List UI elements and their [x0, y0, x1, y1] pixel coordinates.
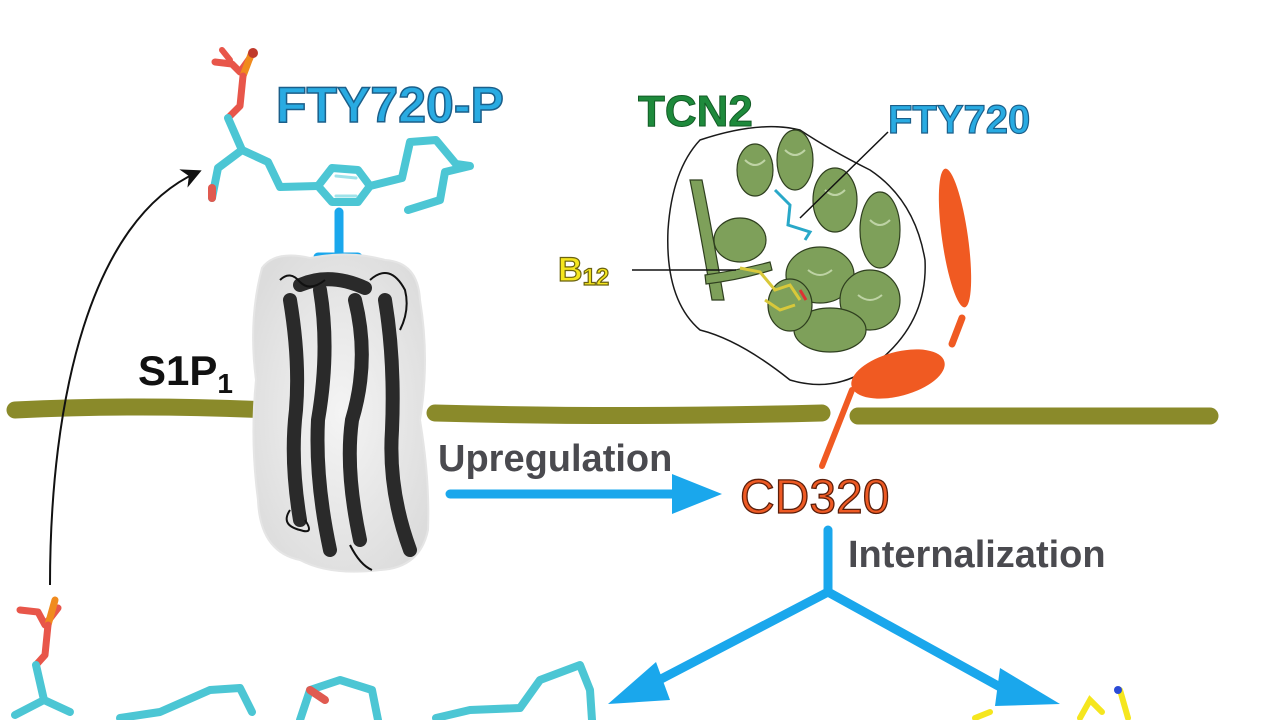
- membrane: [6, 398, 1219, 425]
- atom-n: [1114, 686, 1122, 694]
- label-b12-base: B: [557, 251, 583, 289]
- arrowhead-right: [995, 668, 1060, 706]
- label-fty720: FTY720: [887, 98, 1031, 142]
- s1p1-receptor: [252, 253, 430, 573]
- bottom-b12-molecule: [972, 687, 1131, 720]
- label-s1p1: S1P1: [138, 350, 233, 398]
- label-tcn2: TCN2: [638, 87, 754, 136]
- fty720-pointer: [799, 131, 889, 219]
- label-fty720p: FTY720-P: [275, 77, 504, 133]
- arrowhead-left: [608, 662, 670, 704]
- bottom-fty720p-molecule: [11, 596, 74, 719]
- label-upregulation: Upregulation: [438, 438, 673, 480]
- label-s1p1-base: S1P: [138, 347, 218, 394]
- inhibition-bar: [313, 207, 363, 262]
- cd320-receptor: [819, 168, 972, 469]
- label-cd320: CD320: [739, 471, 890, 524]
- bottom-fty720-molecules: [116, 661, 596, 720]
- internalization-arrow: [635, 525, 1025, 703]
- tcn2-protein: [667, 125, 926, 386]
- label-internalization: Internalization: [848, 534, 1106, 576]
- label-s1p1-sub: 1: [217, 368, 233, 399]
- b12-ligand: [739, 266, 802, 312]
- phosphorylation-arrow: [49, 169, 202, 586]
- label-b12: B12: [557, 251, 610, 291]
- fty720-ligand: [773, 188, 813, 241]
- fty720p-molecule: [208, 47, 474, 214]
- label-b12-sub: 12: [582, 264, 610, 291]
- upregulation-arrow: [445, 474, 722, 514]
